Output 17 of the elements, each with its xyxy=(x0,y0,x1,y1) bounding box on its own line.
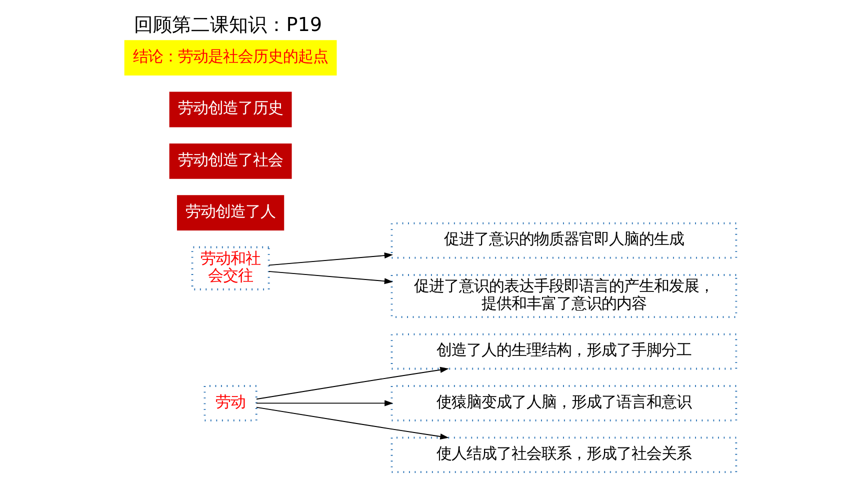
node-box: 使人结成了社会联系，形成了社会关系 xyxy=(390,436,737,474)
node-box: 促进了意识的表达手段即语言的产生和发展，提供和丰富了意识的内容 xyxy=(390,274,737,318)
arrow xyxy=(255,400,393,406)
arrow xyxy=(268,270,393,284)
node-box: 创造了人的生理结构，形成了手脚分工 xyxy=(390,333,737,370)
node-box: 结论：劳动是社会历史的起点 xyxy=(124,40,336,76)
arrow xyxy=(268,252,393,266)
node-box: 劳动创造了历史 xyxy=(168,92,292,128)
node-box: 劳动 xyxy=(203,385,257,422)
arrow xyxy=(256,406,448,440)
diagram-title: 回顾第二课知识：P19 xyxy=(134,13,322,36)
node-box: 劳动和社会交往 xyxy=(190,246,270,290)
arrow xyxy=(256,366,448,400)
node-box: 劳动创造了社会 xyxy=(168,143,292,179)
node-box: 使猿脑变成了人脑，形成了语言和意识 xyxy=(390,385,737,422)
node-box: 促进了意识的物质器官即人脑的生成 xyxy=(390,222,737,259)
node-box: 劳动创造了人 xyxy=(176,195,284,231)
